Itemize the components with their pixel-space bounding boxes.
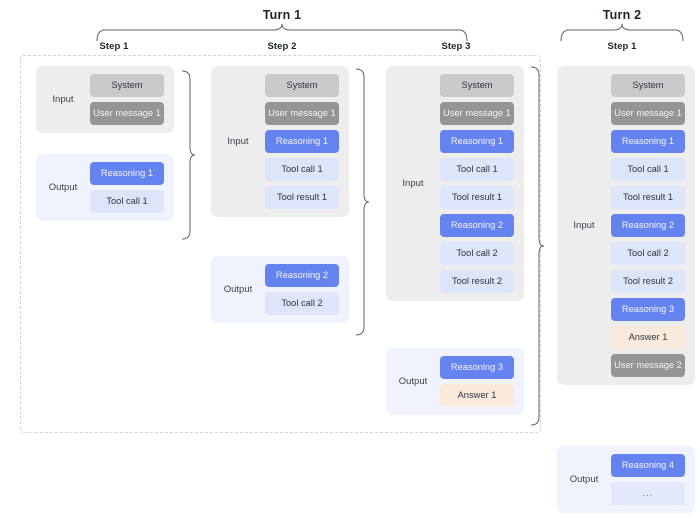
chip-reasoning[interactable]: Reasoning 1 [611, 130, 685, 153]
output-label: Output [48, 181, 78, 193]
chip-tool-call[interactable]: Tool call 2 [265, 292, 339, 315]
chip-reasoning[interactable]: Reasoning 3 [440, 356, 514, 379]
turn-2-brace [560, 23, 684, 42]
chip-list: Reasoning 4 ... [611, 446, 695, 513]
chip-list: Reasoning 1 Tool call 1 [90, 154, 174, 221]
input-label: Input [227, 135, 249, 147]
chip-user-message[interactable]: User message 1 [90, 102, 164, 125]
chip-reasoning[interactable]: Reasoning 2 [265, 264, 339, 287]
chip-list: System User message 1 Reasoning 1 Tool c… [611, 66, 695, 385]
chip-tool-result[interactable]: Tool result 1 [611, 186, 685, 209]
chip-tool-call[interactable]: Tool call 1 [90, 190, 164, 213]
chip-reasoning[interactable]: Reasoning 4 [611, 454, 685, 477]
turn-1-step-1-output-panel: Output Reasoning 1 Tool call 1 [36, 154, 174, 221]
chip-tool-call[interactable]: Tool call 1 [440, 158, 514, 181]
input-label: Input [573, 219, 595, 231]
chip-list: System User message 1 [90, 66, 174, 133]
turn-2-title: Turn 2 [602, 8, 642, 22]
chip-tool-call[interactable]: Tool call 1 [611, 158, 685, 181]
turn-2-step-1-title: Step 1 [607, 41, 637, 52]
input-label: Input [402, 177, 424, 189]
chip-reasoning[interactable]: Reasoning 2 [611, 214, 685, 237]
chip-user-message[interactable]: User message 1 [440, 102, 514, 125]
chip-system[interactable]: System [90, 74, 164, 97]
turn-1-step-2-input-panel: Input System User message 1 Reasoning 1 … [211, 66, 349, 217]
chip-list: System User message 1 Reasoning 1 Tool c… [440, 66, 524, 301]
chip-system[interactable]: System [611, 74, 685, 97]
chip-tool-call[interactable]: Tool call 2 [611, 242, 685, 265]
turn-1-step-2-output-panel: Output Reasoning 2 Tool call 2 [211, 256, 349, 323]
turn-1-step-3-output-panel: Output Reasoning 3 Answer 1 [386, 348, 524, 415]
step-2-to-step-3-brace [355, 68, 370, 336]
chip-tool-call[interactable]: Tool call 2 [440, 242, 514, 265]
chip-system[interactable]: System [265, 74, 339, 97]
chip-ellipsis[interactable]: ... [611, 482, 685, 505]
turn-1-brace [96, 23, 468, 42]
chip-user-message[interactable]: User message 2 [611, 354, 685, 377]
chip-reasoning[interactable]: Reasoning 3 [611, 298, 685, 321]
chip-reasoning[interactable]: Reasoning 2 [440, 214, 514, 237]
chip-reasoning[interactable]: Reasoning 1 [265, 130, 339, 153]
chip-answer[interactable]: Answer 1 [440, 384, 514, 407]
chip-user-message[interactable]: User message 1 [611, 102, 685, 125]
chip-tool-result[interactable]: Tool result 1 [265, 186, 339, 209]
chip-list: Reasoning 2 Tool call 2 [265, 256, 349, 323]
chip-tool-result[interactable]: Tool result 1 [440, 186, 514, 209]
chip-list: Reasoning 3 Answer 1 [440, 348, 524, 415]
turn-1-step-2-title: Step 2 [267, 41, 297, 52]
turn-1-to-turn-2-brace [530, 66, 545, 426]
output-label: Output [398, 375, 428, 387]
output-label: Output [223, 283, 253, 295]
turn-1-step-3-input-panel: Input System User message 1 Reasoning 1 … [386, 66, 524, 301]
chip-user-message[interactable]: User message 1 [265, 102, 339, 125]
chip-tool-result[interactable]: Tool result 2 [440, 270, 514, 293]
turn-1-step-3-title: Step 3 [441, 41, 471, 52]
output-label: Output [569, 473, 599, 485]
chip-reasoning[interactable]: Reasoning 1 [440, 130, 514, 153]
chip-list: System User message 1 Reasoning 1 Tool c… [265, 66, 349, 217]
turn-1-step-1-input-panel: Input System User message 1 [36, 66, 174, 133]
turn-1-title: Turn 1 [262, 8, 302, 22]
chip-answer[interactable]: Answer 1 [611, 326, 685, 349]
chip-reasoning[interactable]: Reasoning 1 [90, 162, 164, 185]
turn-1-step-1-title: Step 1 [99, 41, 129, 52]
turn-2-step-1-output-panel: Output Reasoning 4 ... [557, 446, 695, 513]
turn-2-step-1-input-panel: Input System User message 1 Reasoning 1 … [557, 66, 695, 385]
step-1-to-step-2-brace [181, 70, 196, 240]
chip-tool-result[interactable]: Tool result 2 [611, 270, 685, 293]
chip-system[interactable]: System [440, 74, 514, 97]
input-label: Input [52, 93, 74, 105]
chip-tool-call[interactable]: Tool call 1 [265, 158, 339, 181]
